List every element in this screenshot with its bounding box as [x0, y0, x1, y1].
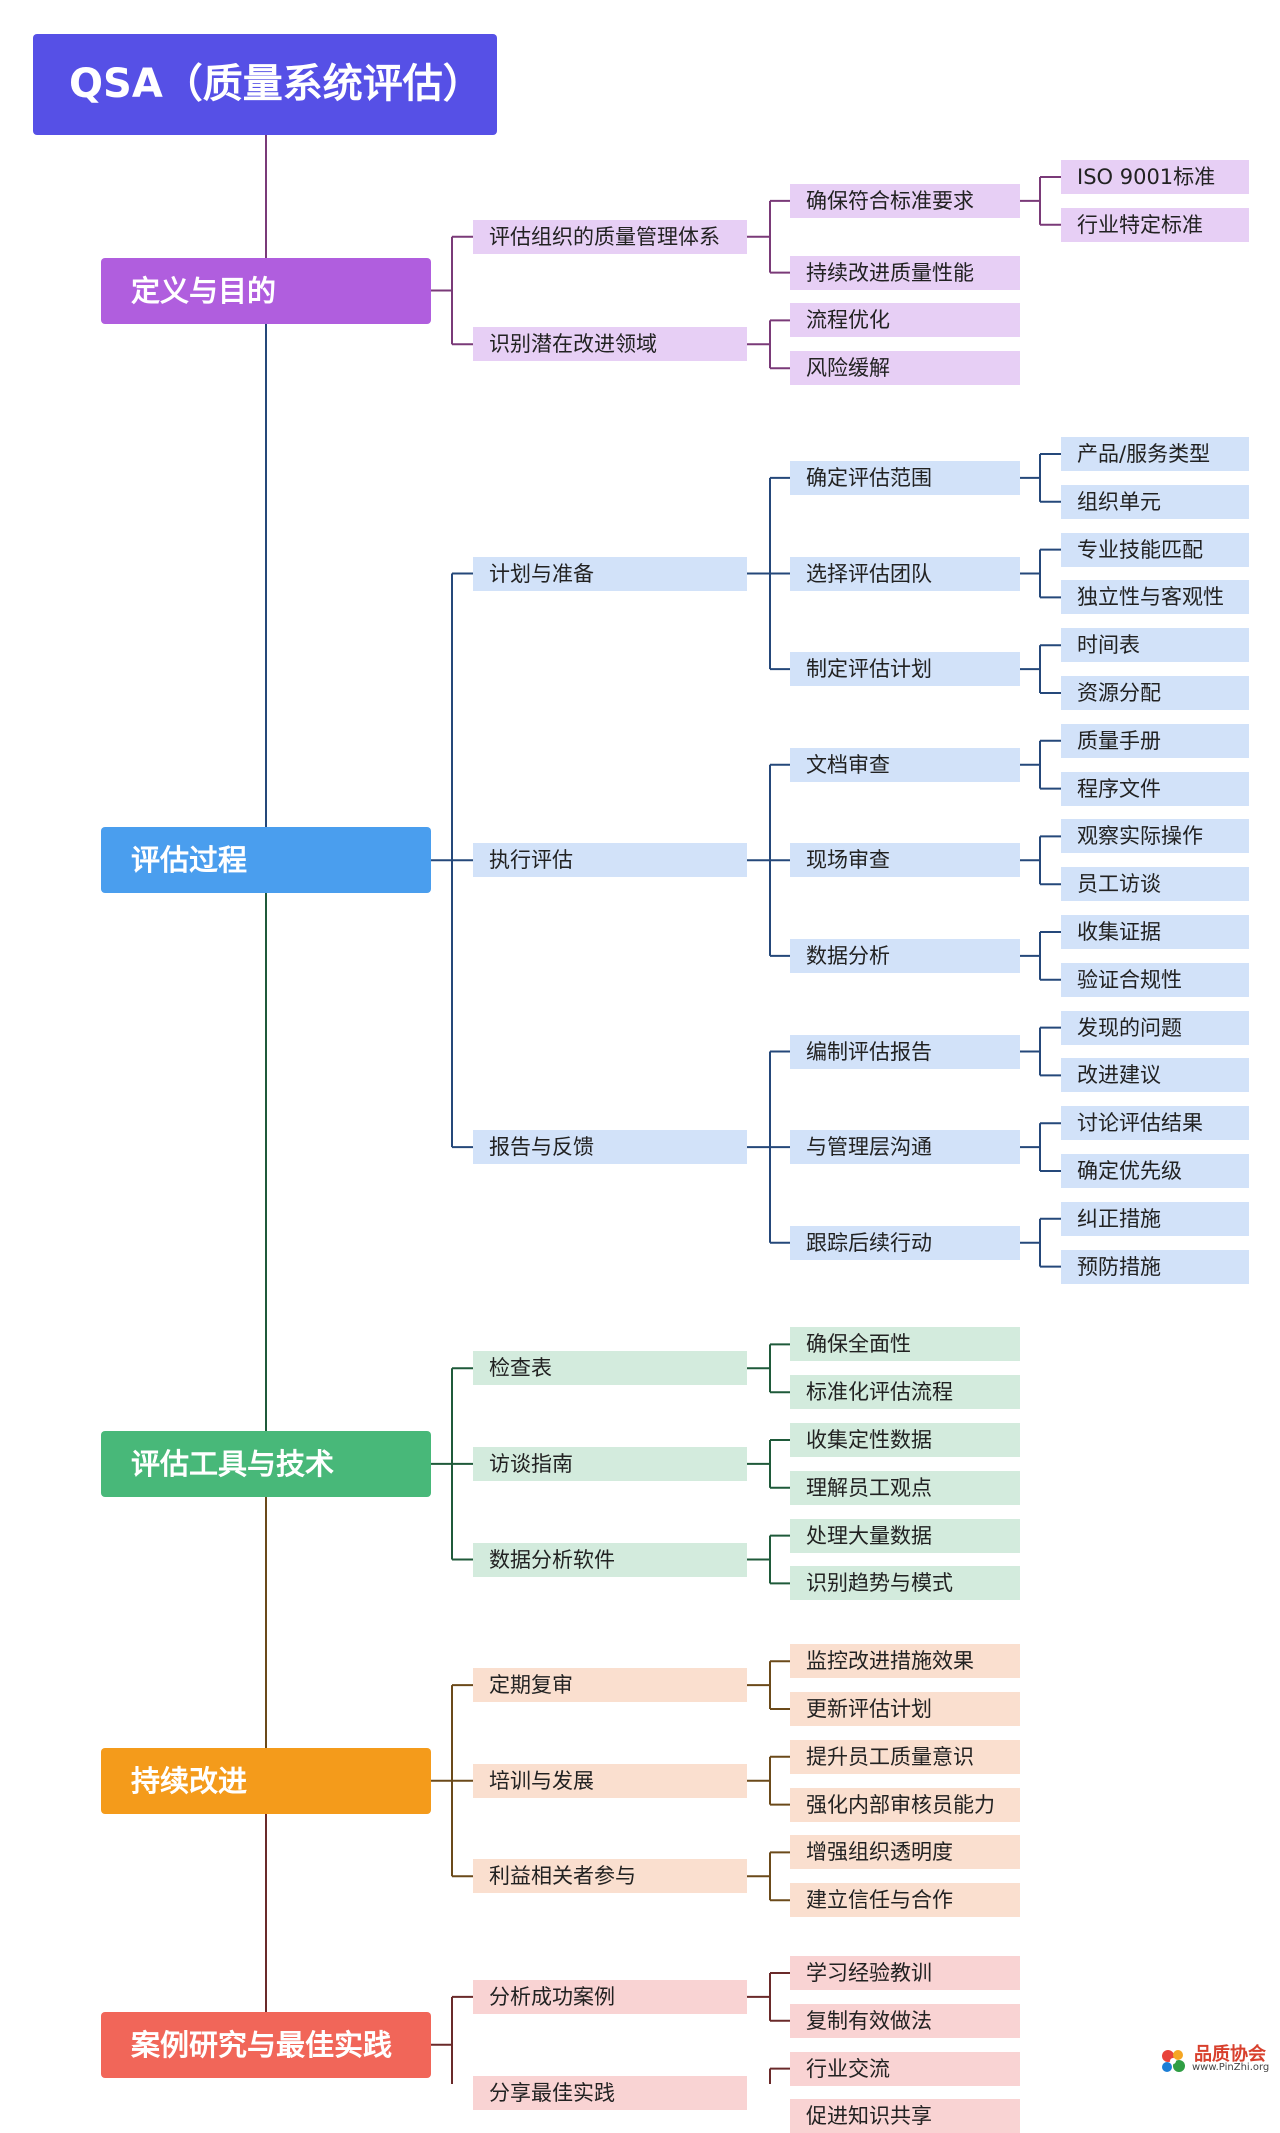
level4-node[interactable]: 纠正措施	[1061, 1201, 1249, 1236]
level2-node[interactable]: 数据分析软件	[473, 1542, 747, 1577]
level3-node[interactable]: 增强组织透明度	[790, 1835, 1020, 1870]
level3-node[interactable]: 标准化评估流程	[790, 1375, 1020, 1410]
watermark-logo: 品质协会 www.PinZhi.org	[1158, 2040, 1278, 2080]
level4-node[interactable]: 专业技能匹配	[1061, 532, 1249, 567]
flower-logo-icon	[1162, 2050, 1185, 2072]
level4-node[interactable]: 观察实际操作	[1061, 819, 1249, 854]
level3-node[interactable]: 更新评估计划	[790, 1692, 1020, 1726]
level3-node[interactable]: 编制评估报告	[790, 1034, 1020, 1069]
level3-node[interactable]: 持续改进质量性能	[790, 255, 1020, 290]
level4-node[interactable]: 质量手册	[1061, 723, 1249, 758]
category-node[interactable]: 评估工具与技术	[101, 1430, 431, 1497]
category-node[interactable]: 评估过程	[101, 827, 431, 894]
level3-node[interactable]: 现场审查	[790, 843, 1020, 878]
level2-node[interactable]: 访谈指南	[473, 1446, 747, 1481]
level4-node[interactable]: 组织单元	[1061, 484, 1249, 519]
category-node[interactable]: 定义与目的	[101, 257, 431, 324]
level3-node[interactable]: 监控改进措施效果	[790, 1644, 1020, 1679]
level3-node[interactable]: 与管理层沟通	[790, 1130, 1020, 1165]
level3-node[interactable]: 制定评估计划	[790, 652, 1020, 687]
level4-node[interactable]: 验证合规性	[1061, 962, 1249, 997]
level3-node[interactable]: 提升员工质量意识	[790, 1739, 1020, 1774]
level4-node[interactable]: 确定优先级	[1061, 1154, 1249, 1188]
level2-node[interactable]: 分享最佳实践	[473, 2075, 747, 2110]
level4-node[interactable]: 改进建议	[1061, 1058, 1249, 1093]
level3-node[interactable]: 理解员工观点	[790, 1470, 1020, 1505]
level3-node[interactable]: 确保全面性	[790, 1327, 1020, 1362]
level2-node[interactable]: 识别潜在改进领域	[473, 327, 747, 362]
level3-node[interactable]: 确保符合标准要求	[790, 183, 1020, 218]
level3-node[interactable]: 文档审查	[790, 747, 1020, 782]
level3-node[interactable]: 流程优化	[790, 303, 1020, 338]
mindmap-connectors	[265, 135, 1061, 2084]
level3-node[interactable]: 识别趋势与模式	[790, 1566, 1020, 1601]
level2-node[interactable]: 分析成功案例	[473, 1979, 747, 2014]
level4-node[interactable]: 员工访谈	[1061, 867, 1249, 902]
level4-node[interactable]: 收集证据	[1061, 915, 1249, 949]
level3-node[interactable]: 风险缓解	[790, 351, 1020, 386]
level2-node[interactable]: 定期复审	[473, 1668, 747, 1703]
category-node[interactable]: 案例研究与最佳实践	[101, 2011, 431, 2078]
level2-node[interactable]: 执行评估	[473, 843, 747, 878]
level3-node[interactable]: 数据分析	[790, 938, 1020, 973]
level3-node[interactable]: 收集定性数据	[790, 1423, 1020, 1457]
level2-node[interactable]: 评估组织的质量管理体系	[473, 219, 747, 254]
level3-node[interactable]: 处理大量数据	[790, 1518, 1020, 1553]
level4-node[interactable]: ISO 9001标准	[1061, 160, 1249, 194]
level3-node[interactable]: 促进知识共享	[790, 2099, 1020, 2133]
level3-node[interactable]: 确定评估范围	[790, 460, 1020, 495]
level3-node[interactable]: 建立信任与合作	[790, 1883, 1020, 1918]
level4-node[interactable]: 时间表	[1061, 628, 1249, 663]
level2-node[interactable]: 检查表	[473, 1351, 747, 1386]
level3-node[interactable]: 选择评估团队	[790, 556, 1020, 591]
level4-node[interactable]: 程序文件	[1061, 771, 1249, 806]
level3-node[interactable]: 复制有效做法	[790, 2003, 1020, 2038]
category-node[interactable]: 持续改进	[101, 1747, 431, 1814]
level2-node[interactable]: 计划与准备	[473, 556, 747, 591]
level4-node[interactable]: 独立性与客观性	[1061, 580, 1249, 615]
level4-node[interactable]: 产品/服务类型	[1061, 437, 1249, 471]
level2-node[interactable]: 培训与发展	[473, 1763, 747, 1798]
level4-node[interactable]: 资源分配	[1061, 676, 1249, 710]
level4-node[interactable]: 行业特定标准	[1061, 207, 1249, 242]
level4-node[interactable]: 预防措施	[1061, 1249, 1249, 1284]
root-node-title[interactable]: QSA（质量系统评估）	[33, 34, 497, 135]
level2-node[interactable]: 利益相关者参与	[473, 1859, 747, 1894]
level2-node[interactable]: 报告与反馈	[473, 1130, 747, 1165]
watermark-url: www.PinZhi.org	[1192, 2062, 1270, 2073]
level3-node[interactable]: 行业交流	[790, 2051, 1020, 2086]
level3-node[interactable]: 跟踪后续行动	[790, 1225, 1020, 1260]
level3-node[interactable]: 强化内部审核员能力	[790, 1787, 1020, 1822]
watermark-name: 品质协会	[1194, 2044, 1266, 2065]
level3-node[interactable]: 学习经验教训	[790, 1956, 1020, 1990]
level4-node[interactable]: 讨论评估结果	[1061, 1106, 1249, 1141]
level4-node[interactable]: 发现的问题	[1061, 1010, 1249, 1045]
